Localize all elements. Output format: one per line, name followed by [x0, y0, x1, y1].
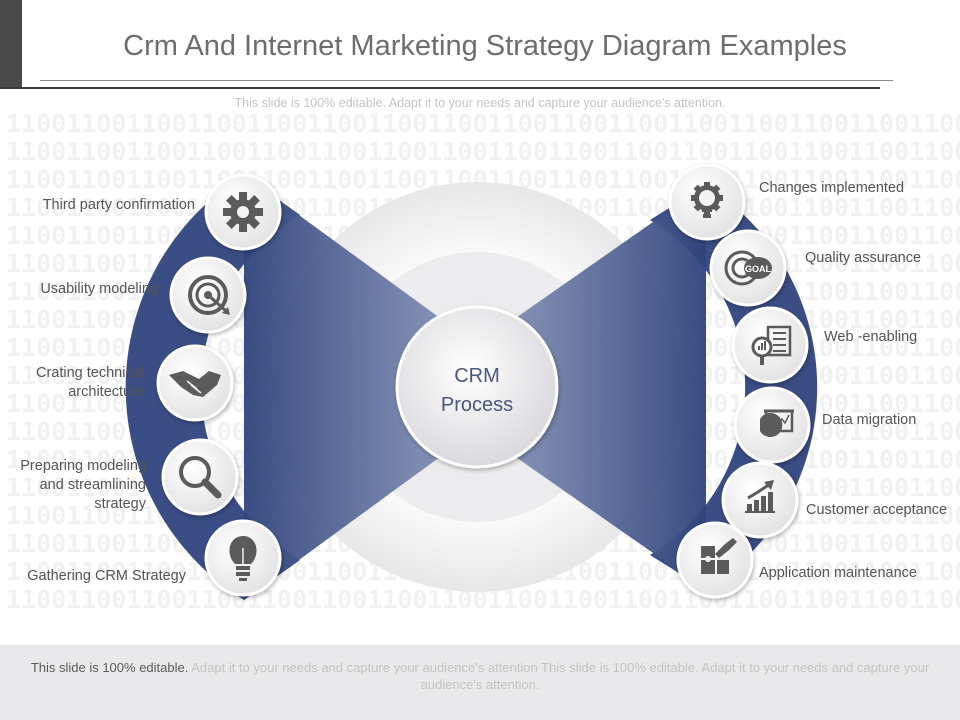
left-item-2-badge — [169, 256, 247, 334]
right-item-2-badge: GOAL — [709, 229, 787, 307]
right-item-5-circle — [721, 461, 799, 539]
footer-text: This slide is 100% editable. Adapt it to… — [10, 659, 950, 693]
label-quality-assurance: Quality assurance — [805, 250, 922, 266]
center-circle — [395, 305, 559, 469]
right-item-4-badge — [733, 386, 811, 464]
right-item-6-badge — [676, 521, 754, 599]
footer-rest: Adapt it to your needs and capture your … — [188, 660, 930, 692]
left-item-1-badge — [204, 173, 282, 251]
idea-gear-icon — [691, 182, 723, 218]
label-line: Usability modeling — [40, 281, 158, 297]
web-document-icon — [751, 325, 792, 365]
label-line: Preparing modeling — [20, 458, 146, 474]
label-changes-implemented: Changes implemented — [759, 180, 905, 196]
lightbulb-icon — [229, 536, 257, 581]
left-item-3-badge — [156, 344, 234, 422]
left-item-4-badge — [161, 438, 239, 516]
left-item-4-circle — [161, 438, 239, 516]
label-preparing-modeling-strategy: Preparing modeling and streamlining strate… — [20, 457, 146, 514]
corner-accent-bar — [0, 0, 22, 88]
presentation-chart-icon — [760, 409, 794, 437]
subtitle: This slide is 100% editable. Adapt it to… — [234, 96, 726, 110]
right-funnel — [477, 185, 706, 590]
label-customer-acceptance: Customer acceptance — [806, 502, 948, 518]
label-line: Gathering CRM Strategy — [27, 568, 186, 584]
label-gathering-crm-strategy: Gathering CRM Strategy — [27, 567, 186, 586]
label-application-maintenance: Application maintenance — [759, 565, 917, 581]
magnifier-icon — [179, 456, 222, 499]
binary-row: 1100110011001100110011001100110011001100… — [6, 109, 960, 138]
right-item-1-badge — [668, 163, 746, 241]
label-usability-modeling: Usability modeling — [40, 280, 158, 299]
label-crating-technical-architecture: Crating technical architecture — [36, 364, 144, 402]
handshake-icon — [169, 371, 221, 397]
svg-text:GOAL: GOAL — [745, 264, 772, 274]
center-label-line2: Process — [441, 394, 513, 416]
label-line: architecture — [68, 384, 144, 400]
growth-chart-icon — [745, 480, 775, 513]
center-label-line1: CRM — [454, 365, 500, 387]
right-item-5-badge — [721, 461, 799, 539]
label-data-migration: Data migration — [822, 412, 917, 428]
label-line: Crating technical — [36, 365, 144, 381]
left-funnel — [244, 175, 477, 600]
footer-bar: This slide is 100% editable. Adapt it to… — [0, 645, 960, 720]
right-item-3-badge — [731, 306, 809, 384]
target-icon — [188, 275, 230, 315]
label-line: and streamlining — [39, 477, 146, 493]
header-divider — [0, 87, 880, 89]
left-item-5-badge — [204, 519, 282, 597]
footer-lead: This slide is 100% editable. — [30, 660, 189, 675]
label-line: strategy — [94, 496, 146, 512]
goal-icon: GOAL — [724, 250, 772, 286]
binary-row: 1100110011001100110011001100110011001100… — [6, 137, 960, 166]
label-third-party-confirmation: Third party confirmation — [43, 196, 195, 215]
label-line: Third party confirmation — [42, 197, 195, 213]
label-web-enabling: Web -enabling — [824, 329, 918, 345]
title-underline — [40, 80, 893, 81]
gear-icon — [223, 192, 263, 232]
puzzle-hand-icon — [701, 538, 737, 574]
page-title: Crm And Internet Marketing Strategy Diag… — [123, 30, 847, 62]
